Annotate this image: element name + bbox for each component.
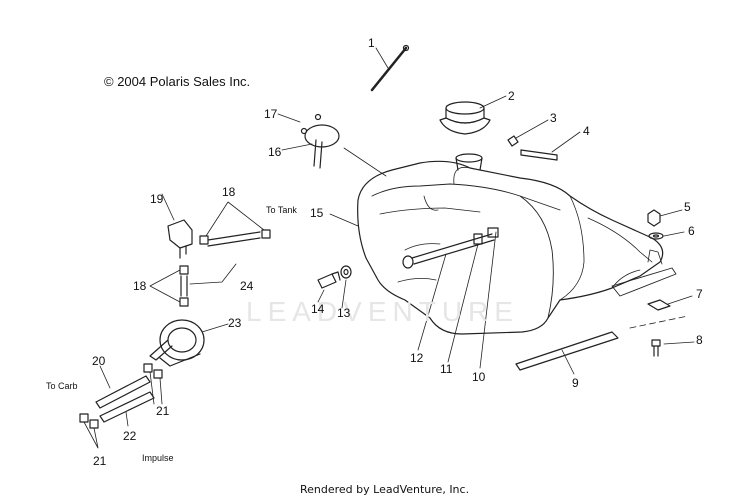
- callout-18-left: 18: [133, 279, 147, 293]
- fuel-fitting: [317, 271, 341, 289]
- callout-2: 2: [508, 89, 515, 103]
- callout-5: 5: [684, 200, 691, 214]
- fuel-gauge-sender: [304, 124, 340, 169]
- callout-12: 12: [410, 351, 424, 365]
- callout-9: 9: [572, 376, 579, 390]
- callout-20: 20: [92, 354, 106, 368]
- leader-lines: [83, 47, 695, 449]
- note-to-carb: To Carb: [46, 381, 78, 391]
- tank-mount-rod: [402, 227, 499, 269]
- watermark: LEADVENTURE: [246, 296, 519, 327]
- hose-clamp: [507, 135, 519, 147]
- callout-21-right: 21: [156, 404, 170, 418]
- callout-11: 11: [440, 362, 453, 376]
- note-impulse: Impulse: [142, 453, 174, 463]
- callout-7: 7: [696, 287, 703, 301]
- pump-hoses: [79, 363, 163, 429]
- vent-hose: [370, 44, 410, 92]
- fuel-pump: [149, 319, 205, 367]
- callout-21-bottom: 21: [93, 454, 107, 468]
- grommet: [340, 265, 352, 279]
- bolt: [651, 339, 661, 357]
- callout-3: 3: [550, 111, 557, 125]
- callout-14: 14: [311, 302, 325, 316]
- fuel-tank: [357, 153, 677, 335]
- fuel-valve: [167, 219, 193, 259]
- callout-6: 6: [688, 224, 695, 238]
- note-to-tank: To Tank: [266, 205, 297, 215]
- nut: [647, 209, 661, 227]
- callout-13: 13: [337, 306, 351, 320]
- callout-1: 1: [368, 36, 375, 50]
- screws: [300, 113, 322, 135]
- callout-8: 8: [696, 333, 703, 347]
- callout-15: 15: [310, 206, 324, 220]
- vent-hose-segment: [520, 149, 558, 161]
- callout-17: 17: [264, 107, 278, 121]
- pad: [629, 299, 689, 329]
- callout-16: 16: [268, 145, 282, 159]
- callout-23: 23: [228, 316, 242, 330]
- callout-10: 10: [472, 370, 486, 384]
- callout-18-top: 18: [222, 185, 236, 199]
- callout-24: 24: [240, 279, 254, 293]
- fuel-cap: [439, 101, 491, 135]
- fuel-lines: [179, 229, 271, 307]
- tank-strap: [515, 331, 619, 371]
- callout-4: 4: [583, 124, 590, 138]
- footer-credit: Rendered by LeadVenture, Inc.: [300, 483, 470, 496]
- washer: [648, 232, 664, 240]
- copyright-text: © 2004 Polaris Sales Inc.: [104, 74, 251, 89]
- callout-22: 22: [123, 429, 137, 443]
- callout-19: 19: [150, 192, 164, 206]
